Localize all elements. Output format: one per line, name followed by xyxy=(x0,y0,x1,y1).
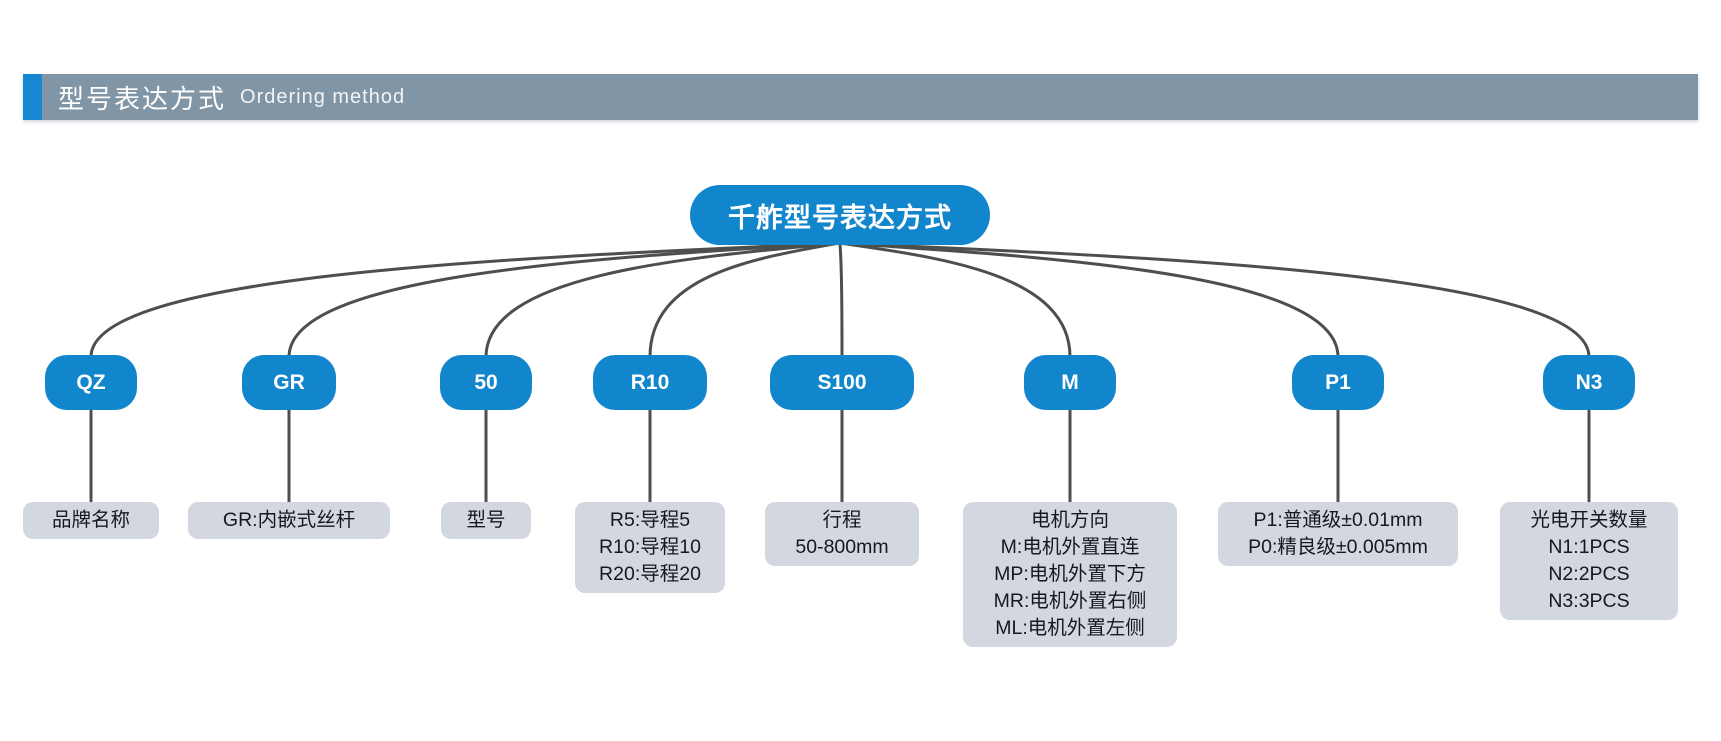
code-pill-label: M xyxy=(1061,370,1079,394)
description-line: MP:电机外置下方 xyxy=(994,563,1146,585)
code-pill-P1: P1 xyxy=(1292,355,1384,410)
code-pill-label: S100 xyxy=(817,370,867,394)
description-line: M:电机外置直连 xyxy=(1000,536,1140,558)
code-pill-QZ: QZ xyxy=(45,355,137,410)
root-node-label: 千舴型号表达方式 xyxy=(728,202,952,233)
description-box-50: 型号 xyxy=(441,502,531,539)
description-line: 型号 xyxy=(466,509,506,531)
code-pill-label: P1 xyxy=(1325,370,1351,394)
description-line: N3:3PCS xyxy=(1548,590,1630,612)
description-line: 电机方向 xyxy=(1030,509,1109,531)
description-line: P0:精良级±0.005mm xyxy=(1248,536,1428,558)
code-pill-M: M xyxy=(1024,355,1116,410)
fan-connector-M xyxy=(839,241,1072,358)
fan-connector-R10 xyxy=(648,241,841,358)
header-accent-square xyxy=(23,74,42,120)
description-line: GR:内嵌式丝杆 xyxy=(222,509,356,531)
description-box-M: 电机方向 M:电机外置直连 MP:电机外置下方 MR:电机外置右侧 ML:电机外置左侧 xyxy=(963,502,1177,647)
description-box-GR: GR:内嵌式丝杆 xyxy=(188,502,390,539)
root-node: 千舴型号表达方式 xyxy=(690,185,990,245)
description-box-QZ: 品牌名称 xyxy=(23,502,159,539)
description-line: N1:1PCS xyxy=(1548,536,1630,558)
header-body: 型号表达方式 Ordering method xyxy=(42,74,1698,120)
code-pill-50: 50 xyxy=(440,355,532,410)
section-title-zh: 型号表达方式 xyxy=(58,83,227,114)
description-line: R20:导程20 xyxy=(599,563,701,585)
description-box-N3: 光电开关数量 N1:1PCS N2:2PCS N3:3PCS xyxy=(1500,502,1678,620)
description-line: R10:导程10 xyxy=(599,536,701,558)
code-pill-S100: S100 xyxy=(770,355,914,410)
section-title-en: Ordering method xyxy=(240,85,406,108)
description-line: 品牌名称 xyxy=(51,509,130,531)
description-line: N2:2PCS xyxy=(1548,563,1630,585)
code-pill-label: QZ xyxy=(76,370,106,394)
description-line: MR:电机外置右侧 xyxy=(993,590,1147,612)
description-line: 行程 xyxy=(822,509,862,531)
code-pill-GR: GR xyxy=(242,355,336,410)
fan-connector-P1 xyxy=(839,241,1340,358)
fan-connector-S100 xyxy=(838,242,844,358)
code-pill-R10: R10 xyxy=(593,355,707,410)
fan-connector-QZ xyxy=(89,241,841,358)
fan-connector-GR xyxy=(287,241,841,358)
description-line: 光电开关数量 xyxy=(1530,509,1648,531)
code-pill-label: GR xyxy=(273,370,305,394)
fan-connector-50 xyxy=(484,241,841,358)
code-pill-N3: N3 xyxy=(1543,355,1635,410)
code-pill-label: 50 xyxy=(474,370,498,394)
fan-connector-N3 xyxy=(839,241,1591,358)
description-line: R5:导程5 xyxy=(609,509,691,531)
code-pill-label: N3 xyxy=(1575,370,1603,394)
description-line: 50-800mm xyxy=(795,536,889,558)
description-box-S100: 行程 50-800mm xyxy=(765,502,919,566)
description-line: P1:普通级±0.01mm xyxy=(1253,509,1423,531)
description-line: ML:电机外置左侧 xyxy=(995,617,1145,639)
section-header-bar: 型号表达方式 Ordering method xyxy=(23,74,1698,120)
code-pill-label: R10 xyxy=(630,370,670,394)
